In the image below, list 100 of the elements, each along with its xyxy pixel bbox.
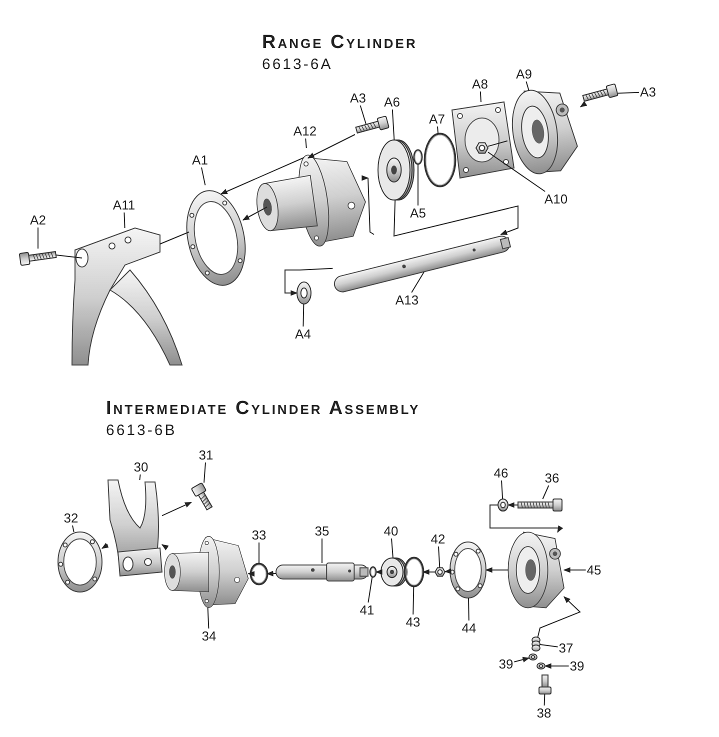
bolt-drawing [582,83,618,102]
assembly-line [160,232,190,244]
o-ring-drawing [369,566,377,578]
callout-number: A9 [515,66,533,82]
callout-number: 40 [382,524,400,538]
shaft-drawing [276,562,368,582]
shift-fork-drawing [108,480,163,577]
nut-drawing [475,142,489,154]
callout-number: 34 [200,628,218,644]
callout-number: 42 [430,532,446,546]
callout-number: 45 [586,562,602,578]
part-number: 6613-6B [106,422,177,439]
spring-drawing [532,636,540,652]
callout-number: 32 [62,510,80,526]
callout-number: 39 [498,656,514,672]
cylinder-cover-drawing [508,532,564,608]
callout-number: A8 [471,76,489,92]
leader-line [412,586,414,615]
assembly-arrow [444,568,452,574]
assembly-arrow [580,100,588,108]
washer-drawing [536,662,546,670]
leader-line [438,546,440,568]
callout-number: A3 [349,90,367,106]
leader-line [207,607,210,629]
callout-number: 39 [568,658,586,674]
section-heading: Range Cylinder [262,32,418,54]
bolt-drawing [190,482,213,510]
callout-number: 36 [544,470,560,486]
callout-number: 38 [536,706,552,720]
assembly-arrow [101,542,109,549]
callout-number: 44 [460,620,478,636]
callout-number: A7 [428,112,446,126]
leader-line [488,152,546,192]
callout-number: 33 [250,528,268,542]
washer-drawing [296,282,312,304]
cylinder-cover-drawing [512,90,578,174]
leader-line [391,538,394,558]
plate-drawing [451,101,515,179]
callout-number: A3 [639,84,657,100]
o-ring-drawing [413,149,423,165]
section-heading: Intermediate Cylinder Assembly [106,398,420,420]
leader-line [360,105,366,124]
leader-line [124,212,126,228]
leader-line [526,81,530,92]
bolt-drawing [18,250,57,266]
assembly-arrow [307,134,356,158]
plug-drawing [538,674,552,694]
callout-number: A6 [383,94,401,110]
leader-line [540,644,558,648]
callout-number: 37 [558,640,574,656]
callout-number: A2 [29,212,47,228]
callout-number: A1 [191,152,209,168]
assembly-arrow [393,200,518,237]
assembly-arrow [375,569,382,575]
leader-line [302,304,304,327]
leader-line [72,525,74,532]
gasket-drawing [450,542,486,598]
callout-number: 41 [358,602,376,618]
o-ring-drawing [424,132,456,188]
piston-drawing [380,558,408,586]
callout-number: A12 [292,124,318,138]
assembly-arrow [485,567,509,573]
callout-number: 30 [132,460,150,474]
assembly-arrow [490,504,564,533]
bolt-drawing [518,498,562,512]
assembly-arrow [422,569,436,575]
callout-number: A13 [394,292,420,308]
gasket-drawing [186,190,246,286]
callout-number: A11 [112,198,136,212]
assembly-arrow [220,158,304,194]
cylinder-housing-drawing [164,536,249,608]
leader-line [139,474,141,480]
cylinder-housing-drawing [256,154,366,246]
washer-drawing [528,654,538,660]
o-ring-drawing [404,556,424,588]
assembly-arrow [161,544,169,550]
callout-number: 43 [404,614,422,630]
leader-line [437,126,439,134]
callout-number: A5 [409,206,427,220]
assembly-arrow [162,502,192,516]
assembly-arrow [284,268,334,296]
leader-line [201,167,206,186]
o-ring-drawing [250,562,268,586]
leader-line [563,567,586,573]
assembly-arrow [248,571,255,577]
leader-line [501,480,504,500]
part-number: 6613-6A [262,56,333,73]
callout-number: 35 [314,524,330,538]
leader-line [542,485,550,500]
callout-number: 31 [198,448,214,462]
callout-number: 46 [492,466,510,480]
leader-line [514,656,530,662]
assembly-arrow [537,596,581,638]
leader-line [618,92,640,94]
leader-line [305,138,307,148]
nut-drawing [434,567,446,577]
bolt-drawing [355,116,390,134]
piston-drawing [378,140,414,200]
assembly-line [488,140,508,147]
assembly-arrow [507,502,518,508]
